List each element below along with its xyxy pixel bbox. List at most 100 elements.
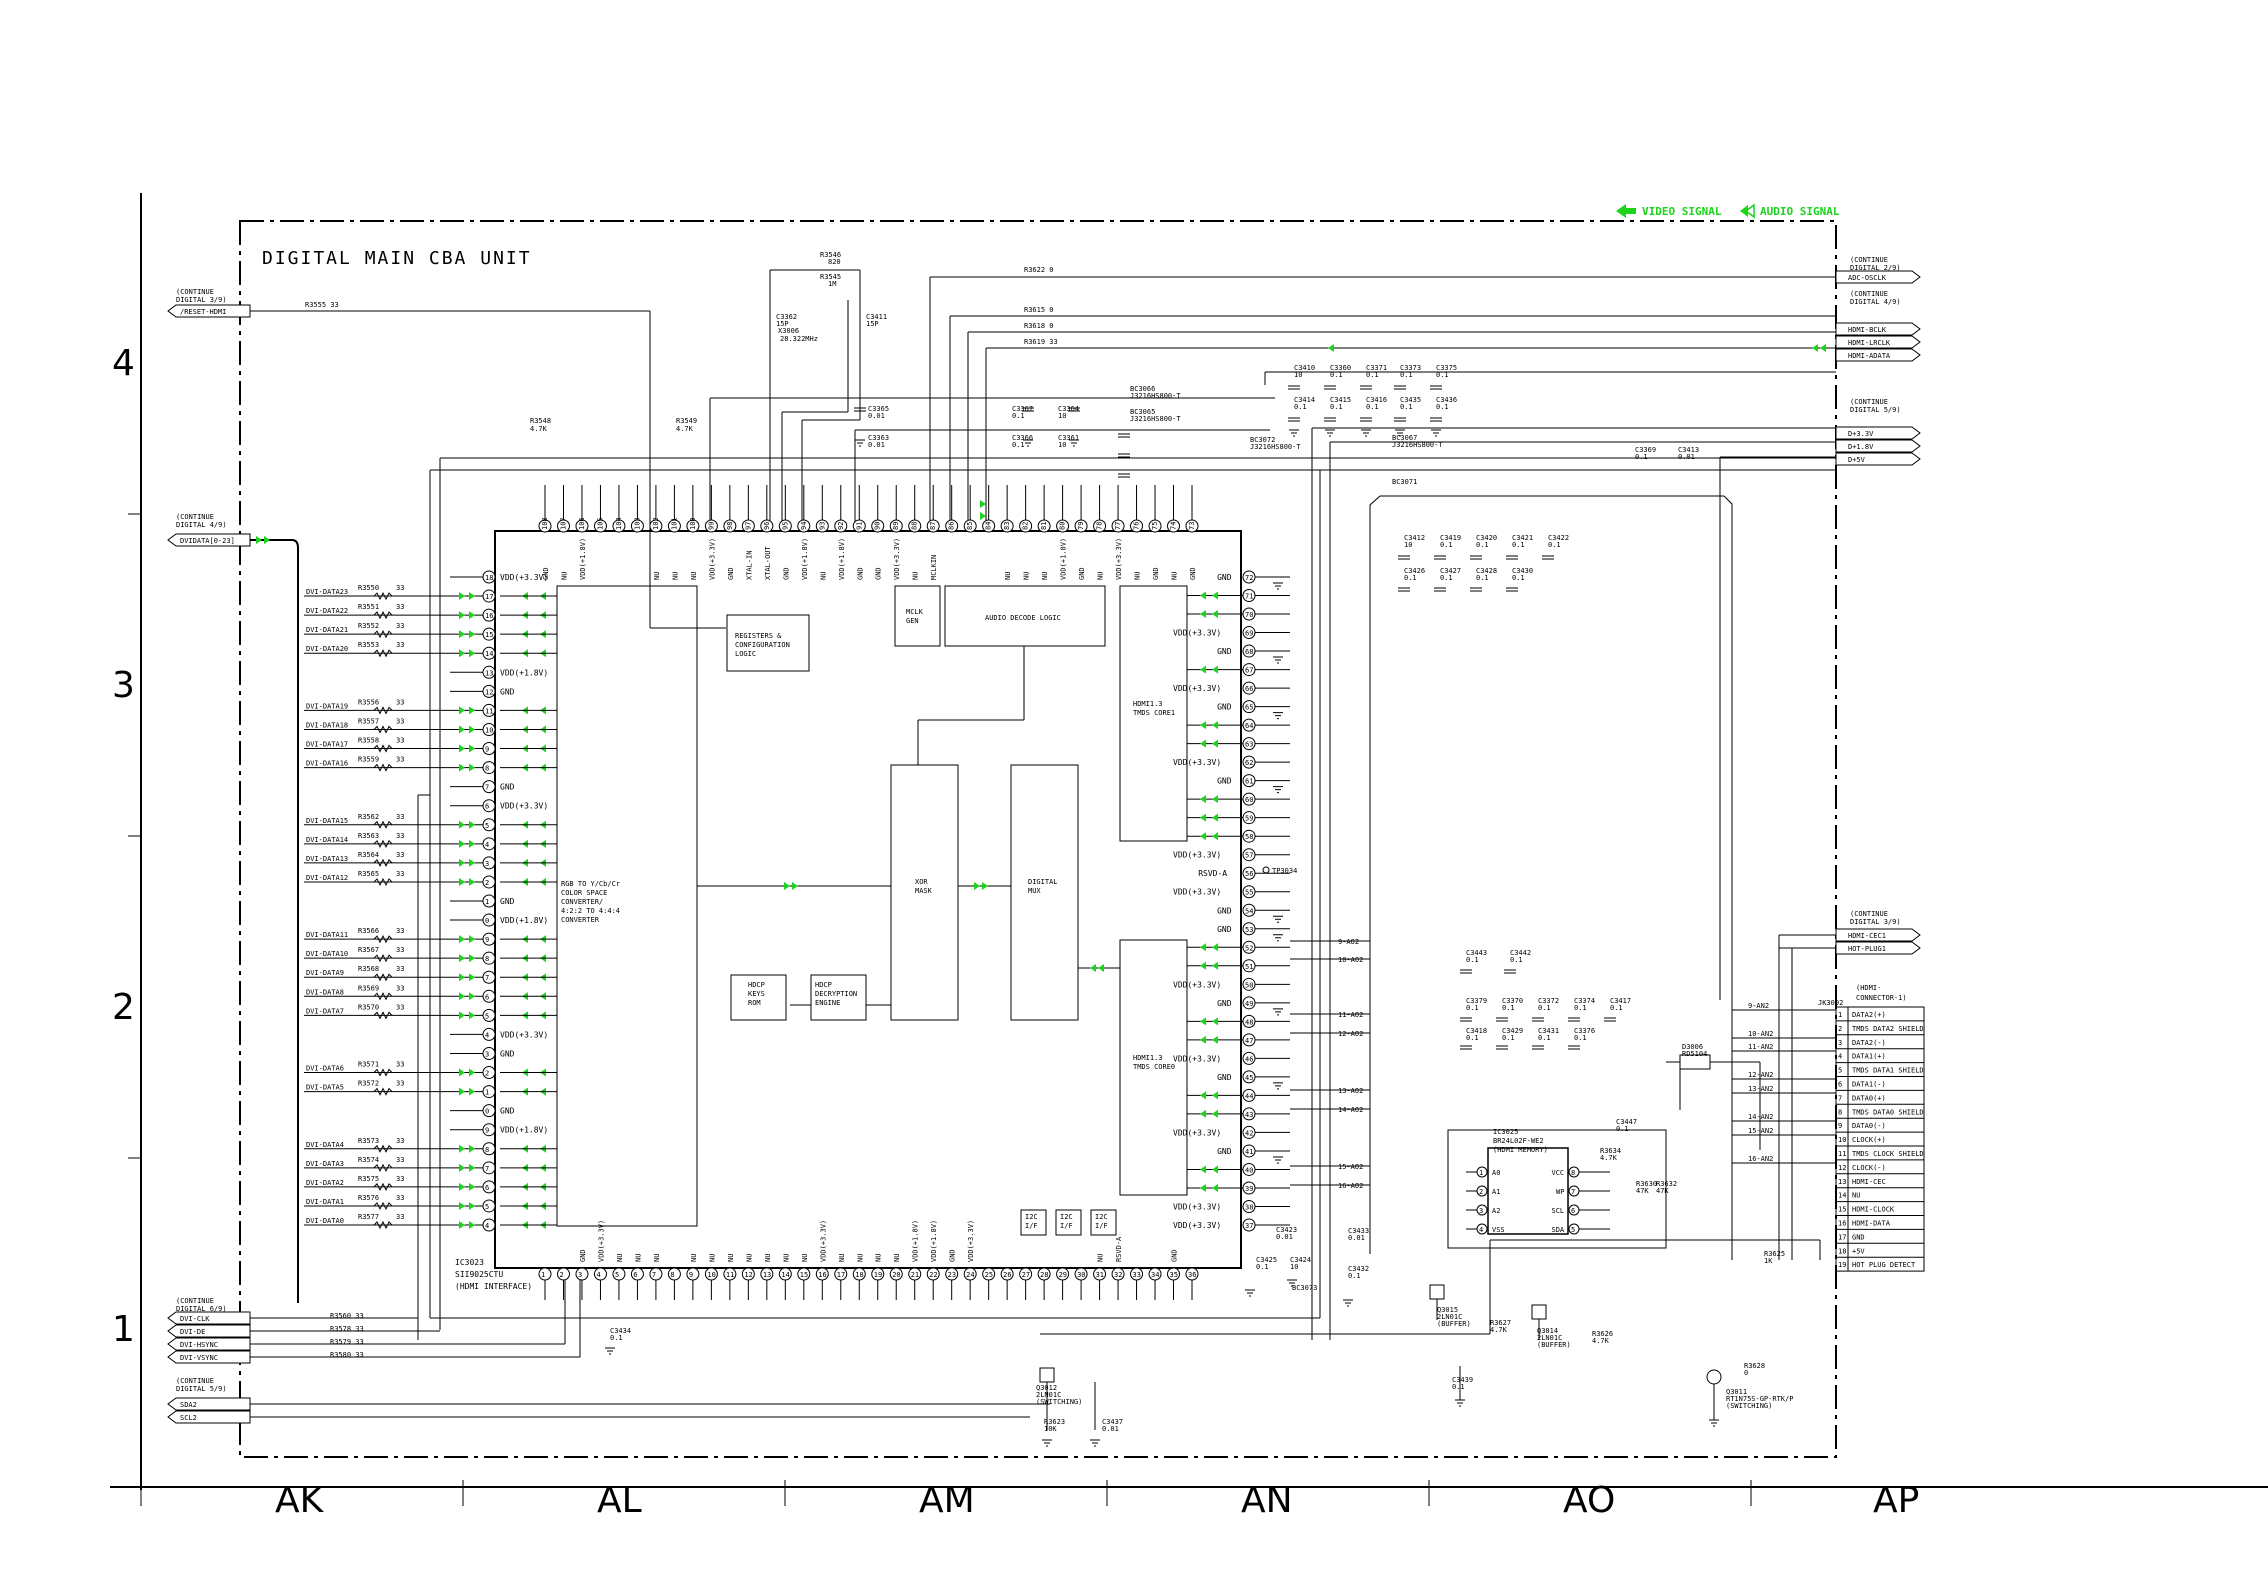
ao2-signal: 15-AO2 xyxy=(1338,1163,1363,1171)
color-space-block-label: 4:2:2 TO 4:4:4 xyxy=(561,907,620,915)
color-space-block-label: COLOR SPACE xyxy=(561,889,607,897)
dvi-data-resistor-ref: R3563 xyxy=(358,832,379,840)
bottom-pin-label: NU xyxy=(616,1254,624,1262)
offpage-continue: (CONTINUE xyxy=(1850,290,1888,298)
left-pin-number: 18 xyxy=(485,574,493,582)
left-pin-circle xyxy=(482,856,496,870)
component-label: C3424 xyxy=(1290,1256,1311,1264)
top-pin-number: 94 xyxy=(800,522,808,530)
left-pin-circle xyxy=(482,1046,496,1060)
right-pin-number: 56 xyxy=(1245,870,1253,878)
component-label: C3417 xyxy=(1610,997,1631,1005)
right-pin-label: VDD(+3.3V) xyxy=(1173,851,1221,860)
signal-legend: VIDEO SIGNAL AUDIO SIGNAL xyxy=(1616,203,1840,219)
bottom-pin-label: NU xyxy=(893,1254,901,1262)
top-pin-label: MCLKIN xyxy=(930,555,938,580)
component-label: RT1N75S-GP-RTK/P xyxy=(1726,1395,1793,1403)
tmds-core0-label: TMDS CORE0 xyxy=(1133,1063,1175,1071)
dvi-sync-connector xyxy=(167,1337,251,1351)
ground-icon xyxy=(1245,1289,1255,1297)
dvi-sync-signal: DVI-CLK xyxy=(180,1315,210,1323)
top-pin-number: 105 xyxy=(596,517,604,530)
ground-icon xyxy=(1273,1156,1283,1164)
component-label: 10K xyxy=(1044,1425,1057,1433)
component-label: R3555 33 xyxy=(305,301,339,309)
dvi-data-resistor-ref: R3559 xyxy=(358,756,379,764)
right-offpage-signal: HDMI-BCLK xyxy=(1848,326,1887,334)
bottom-pin-label: NU xyxy=(838,1254,846,1262)
left-pin-number: 15 xyxy=(485,631,493,639)
component-label: 0.1 xyxy=(1440,541,1453,549)
component-label: R3619 33 xyxy=(1024,338,1058,346)
dvi-data-resistor-ref: R3571 xyxy=(358,1061,379,1069)
offpage-continue: (CONTINUE xyxy=(1850,398,1888,406)
dvi-data-signal: DVI-DATA13 xyxy=(306,855,348,863)
left-pin-number: 3 xyxy=(485,1050,489,1058)
component-label: 0.1 xyxy=(1436,371,1449,379)
component-label: C3414 xyxy=(1294,396,1315,404)
resistor-icon xyxy=(373,1011,393,1020)
signal-arrow-icon xyxy=(459,1163,465,1172)
right-pin-label: VDD(+3.3V) xyxy=(1173,684,1221,693)
resistor-icon xyxy=(373,1201,393,1211)
signal-arrow-icon xyxy=(1200,961,1206,970)
right-offpage-signal: HDMI-CEC1 xyxy=(1848,932,1886,940)
right-pin-label: GND xyxy=(1217,906,1232,915)
dvi-data-signal: DVI-DATA20 xyxy=(306,645,348,653)
right-pin-number: 66 xyxy=(1245,685,1253,693)
right-pin-number: 71 xyxy=(1245,593,1253,601)
top-pin-label: NU xyxy=(1134,572,1142,580)
jk3002-pin-label: HDMI-CEC xyxy=(1852,1178,1886,1186)
top-pin-label: NU xyxy=(690,572,698,580)
component-label: 0.01 xyxy=(1348,1234,1365,1242)
jk3002-pin-label: NU xyxy=(1852,1192,1860,1200)
signal-arrow-icon xyxy=(459,973,465,982)
left-pin-circle xyxy=(482,722,496,736)
bottom-pin-label: RSVD-A xyxy=(1115,1236,1123,1262)
right-pin-number: 58 xyxy=(1245,833,1253,841)
component-label: J3216HS800-T xyxy=(1250,443,1301,451)
signal-arrow-icon xyxy=(469,611,475,620)
i2c-bus-connector xyxy=(167,1410,251,1424)
left-pin-circle xyxy=(482,932,496,946)
component-label: 0.1 xyxy=(1574,1034,1587,1042)
top-pin-label: VDD(+3.3V) xyxy=(1115,538,1123,580)
mclk-block-label: GEN xyxy=(906,617,919,625)
signal-arrow-icon xyxy=(469,877,475,886)
component-label: C3426 xyxy=(1404,567,1425,575)
signal-arrow-icon xyxy=(459,649,465,658)
component-label: 0.1 xyxy=(1404,574,1417,582)
right-pin-number: 54 xyxy=(1245,907,1253,915)
signal-arrow-icon xyxy=(459,839,465,848)
bottom-pin-label: NU xyxy=(745,1254,753,1262)
frame xyxy=(110,193,2268,1506)
i2c-bus-signal: SCL2 xyxy=(180,1414,197,1422)
offpage-continue: DIGITAL 3/9) xyxy=(1850,918,1901,926)
signal-arrow-icon xyxy=(1212,813,1218,822)
color-space-block-label: CONVERTER/ xyxy=(561,898,603,906)
component-label: 0.1 xyxy=(1366,403,1379,411)
resistor-icon xyxy=(373,649,393,658)
left-pin-label: GND xyxy=(500,687,515,696)
row-label-1: 1 xyxy=(112,1309,135,1350)
top-pin-number: 83 xyxy=(1003,522,1011,530)
jk3002-pin-number: 11 xyxy=(1838,1150,1846,1158)
top-pin-label: VDD(+1.8V) xyxy=(801,538,809,580)
component-label: 0.1 xyxy=(1502,1034,1515,1042)
right-offpage-connector xyxy=(1835,348,1921,362)
component-label: C3372 xyxy=(1538,997,1559,1005)
jk3002-pin-label: TMDS CLOCK SHIELD xyxy=(1852,1150,1924,1158)
right-offpage-connector xyxy=(1835,941,1921,955)
jk3002-pin-label: HOT PLUG DETECT xyxy=(1852,1261,1916,1269)
signal-arrow-icon xyxy=(1212,832,1218,841)
component-label: 0.1 xyxy=(1440,574,1453,582)
signal-arrow-icon xyxy=(459,1221,465,1229)
right-pin-number: 65 xyxy=(1245,704,1253,712)
component-label: 0.01 xyxy=(1276,1233,1293,1241)
left-pin-circle xyxy=(482,589,496,603)
offpage-continue: (CONTINUE xyxy=(176,1377,214,1385)
top-pin-circle xyxy=(1000,519,1014,533)
component-label: R3560 33 xyxy=(330,1312,364,1320)
eeprom-pin-number: 1 xyxy=(1479,1169,1483,1177)
